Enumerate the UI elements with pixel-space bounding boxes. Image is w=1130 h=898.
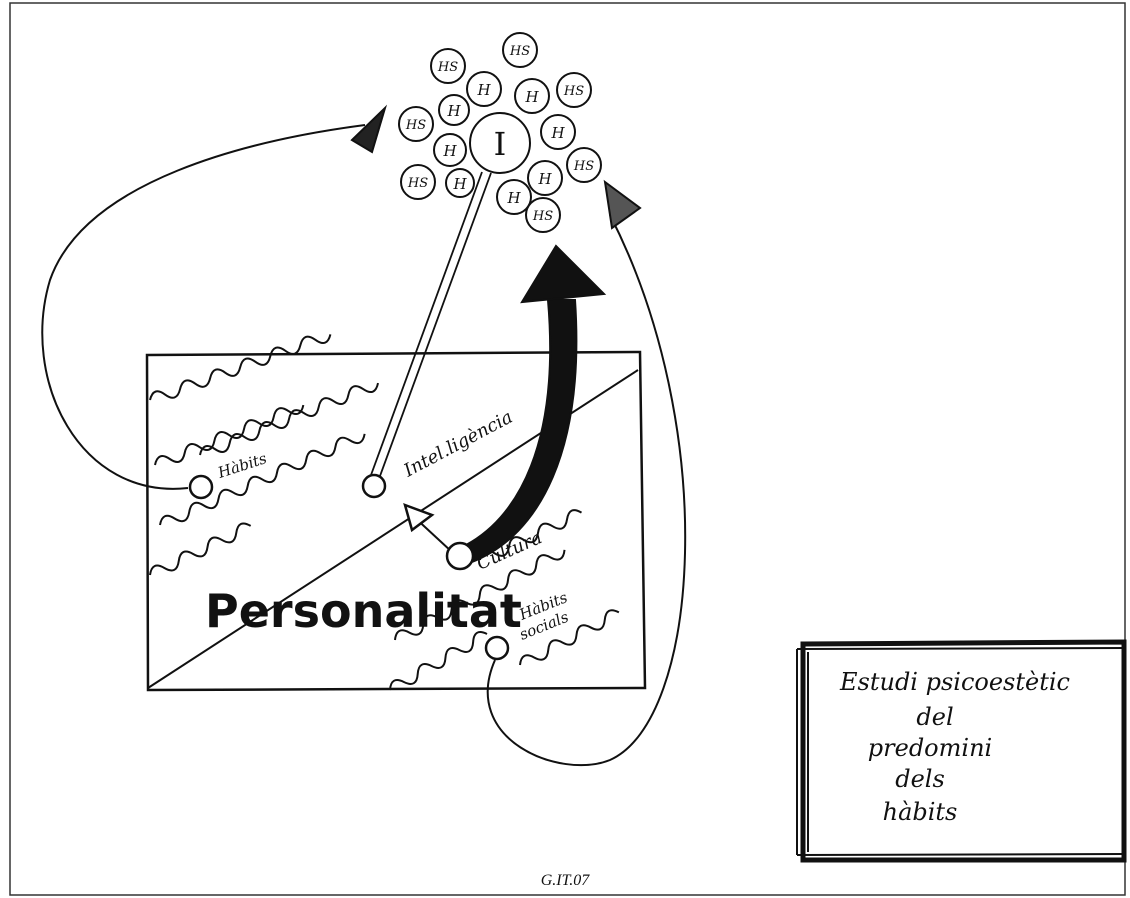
culture-thick-arrow (458, 299, 578, 564)
social-habit-label: HS (573, 159, 594, 174)
legend-line-5: hàbits (883, 798, 958, 826)
intelligence-node (361, 473, 387, 499)
legend-line-1: Estudi psicoestètic (839, 668, 1070, 696)
habit-label: H (524, 88, 539, 106)
social-habit-label: HS (437, 60, 458, 75)
social-habit-label: HS (405, 118, 426, 133)
habit-label: H (506, 189, 521, 207)
habit-cluster (398, 32, 602, 233)
intelligence-core-circle (469, 112, 531, 174)
personality-title: Personalitat (205, 584, 522, 638)
legend-line-4: dels (895, 765, 945, 793)
culture-node (445, 541, 475, 571)
habits-node (188, 474, 214, 500)
culture-arrowhead (520, 244, 607, 304)
habit-label: H (537, 170, 552, 188)
cluster-labels: I H H H H H H H H H HS HS HS HS HS HS HS… (405, 44, 594, 224)
core-label: I (494, 125, 507, 163)
legend-line-2: del (916, 703, 953, 731)
habit-label: H (550, 124, 565, 142)
social-habits-node (484, 635, 510, 661)
social-habits-arrowhead (603, 179, 642, 230)
habit-label: H (452, 175, 467, 193)
legend-line-3: predomini (868, 734, 992, 762)
social-habit-label: HS (563, 84, 584, 99)
wavy-strokes (149, 334, 620, 691)
social-habit-label: HS (509, 44, 530, 59)
legend-box: Estudi psicoestètic del predomini dels h… (796, 639, 1127, 863)
social-habits-arrow-line (486, 214, 687, 767)
intelligence-stem (370, 171, 492, 477)
intelligence-label: Intel.ligència (400, 407, 517, 482)
habit-label: H (442, 142, 457, 160)
page-frame (9, 2, 1126, 896)
culture-to-intelligence-arrowhead (403, 502, 435, 533)
habits-label: Hàbits (215, 449, 269, 482)
habits-arrow-line (41, 124, 366, 490)
social-habit-label: HS (407, 176, 428, 191)
habit-label: H (446, 102, 461, 120)
figure-caption: G.IT.07 (541, 872, 591, 889)
social-habit-label: HS (532, 209, 553, 224)
habits-arrowhead (350, 104, 388, 154)
nodes (188, 473, 510, 661)
habit-label: H (476, 81, 491, 99)
